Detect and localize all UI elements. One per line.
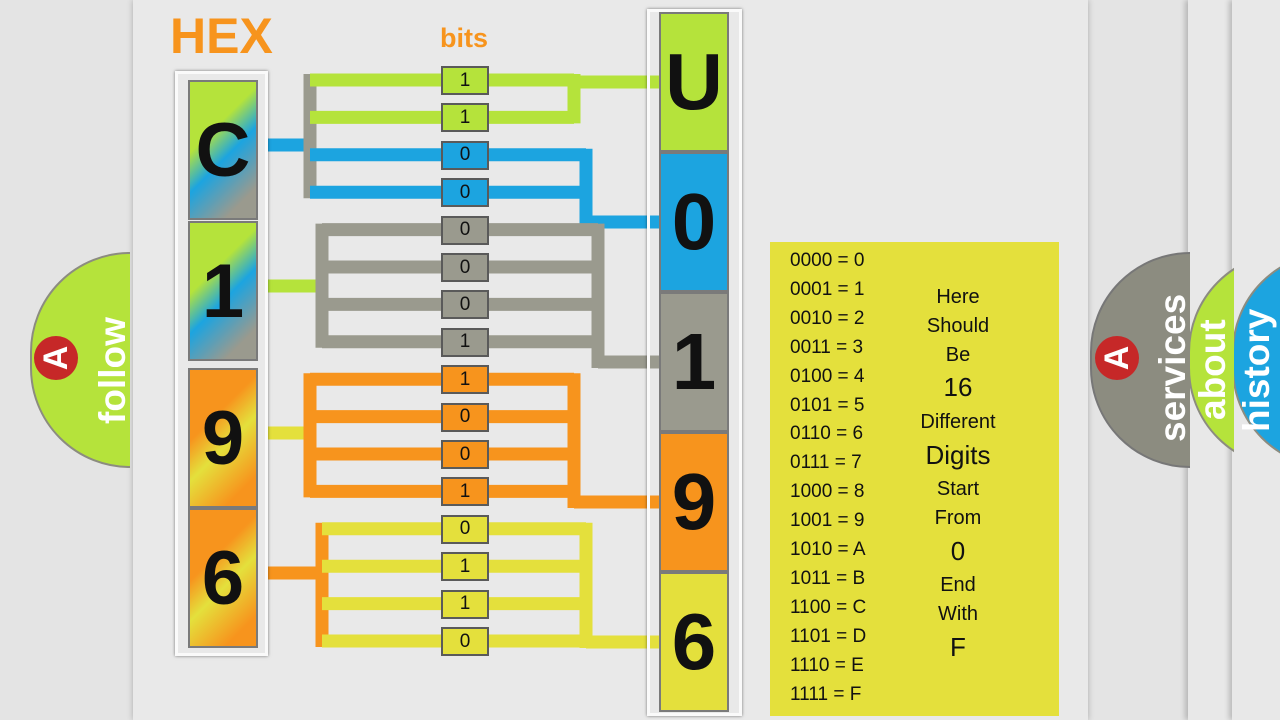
legend-note-word: Should (926, 315, 990, 337)
bit-box-11: 0 (441, 440, 489, 469)
result-digit-2: 0 (659, 152, 729, 292)
a-logo-icon: A (1095, 336, 1139, 380)
legend-row: 0111 = 7 (790, 452, 862, 474)
legend-row: 1001 = 9 (790, 510, 865, 532)
bit-box-13: 0 (441, 514, 489, 544)
legend-note-word: Digits (925, 440, 991, 470)
legend-note-word: Be (945, 344, 971, 366)
follow-tab-label: follow (92, 317, 130, 424)
history-tab[interactable]: history (1232, 252, 1280, 468)
legend-row: 1110 = E (790, 654, 864, 676)
bit-box-8: 1 (441, 327, 489, 357)
legend-row: 0110 = 6 (790, 423, 864, 445)
legend-row: 0010 = 2 (790, 307, 865, 329)
bit-box-16: 0 (441, 627, 489, 656)
legend-row: 1111 = F (790, 683, 862, 705)
legend-note-word: Different (920, 411, 996, 433)
bit-box-7: 0 (441, 290, 489, 320)
result-digit-3: 1 (659, 292, 729, 432)
bit-box-10: 0 (441, 402, 489, 432)
bits-title: bits (440, 23, 489, 53)
legend-row: 1011 = B (790, 567, 866, 589)
legend-note-word: Here (936, 286, 980, 308)
legend-row: 0100 = 4 (790, 365, 865, 387)
legend-note-word: From (934, 507, 982, 529)
bit-box-12: 1 (441, 477, 489, 507)
result-digit-1: U (659, 12, 729, 152)
bit-box-14: 1 (441, 552, 489, 582)
result-digit-frame (647, 9, 742, 716)
bit-box-2: 1 (441, 103, 489, 133)
legend-note-word: End (940, 574, 976, 596)
about-tab[interactable]: about (1188, 252, 1234, 468)
hex-digit-frame (175, 71, 268, 656)
legend-row: 0011 = 3 (790, 336, 864, 358)
legend-row: 1101 = D (790, 625, 867, 647)
hex-digit-2: 1 (188, 221, 258, 361)
bit-box-6: 0 (441, 253, 489, 282)
hex-legend-table: 0000 = 0 0001 = 1 0010 = 2 0011 = 3 0100 = 4… (790, 247, 866, 710)
result-digit-4: 9 (659, 432, 729, 572)
hex-digit-1: C (188, 80, 258, 220)
legend-note-word: 0 (950, 536, 966, 566)
bit-box-3: 0 (441, 140, 489, 170)
legend-row: 1010 = A (790, 539, 866, 561)
services-tab-label: services (1152, 293, 1190, 442)
legend-row: 1000 = 8 (790, 481, 865, 503)
legend-row: 0001 = 1 (790, 278, 865, 300)
hex-title: HEX (170, 8, 273, 64)
legend-note-word: F (950, 632, 966, 662)
hex-legend-panel (770, 242, 1059, 716)
legend-row: 0000 = 0 (790, 250, 865, 271)
legend-row: 0101 = 5 (790, 394, 865, 416)
legend-note-word: Start (936, 478, 980, 500)
result-digit-5: 6 (659, 572, 729, 712)
bit-box-9: 1 (441, 365, 489, 395)
hex-digit-3: 9 (188, 368, 258, 508)
history-tab-label: history (1236, 308, 1277, 432)
about-tab-label: about (1192, 319, 1233, 420)
legend-row: 1100 = C (790, 596, 867, 618)
hex-digit-4: 6 (188, 508, 258, 648)
a-logo-icon: A (34, 336, 78, 380)
bit-box-4: 0 (441, 178, 489, 208)
legend-note-word: 16 (943, 372, 973, 402)
bit-box-15: 1 (441, 589, 489, 619)
bit-box-1: 1 (441, 66, 489, 95)
bit-box-5: 0 (441, 215, 489, 245)
legend-note-word: With (938, 603, 978, 625)
